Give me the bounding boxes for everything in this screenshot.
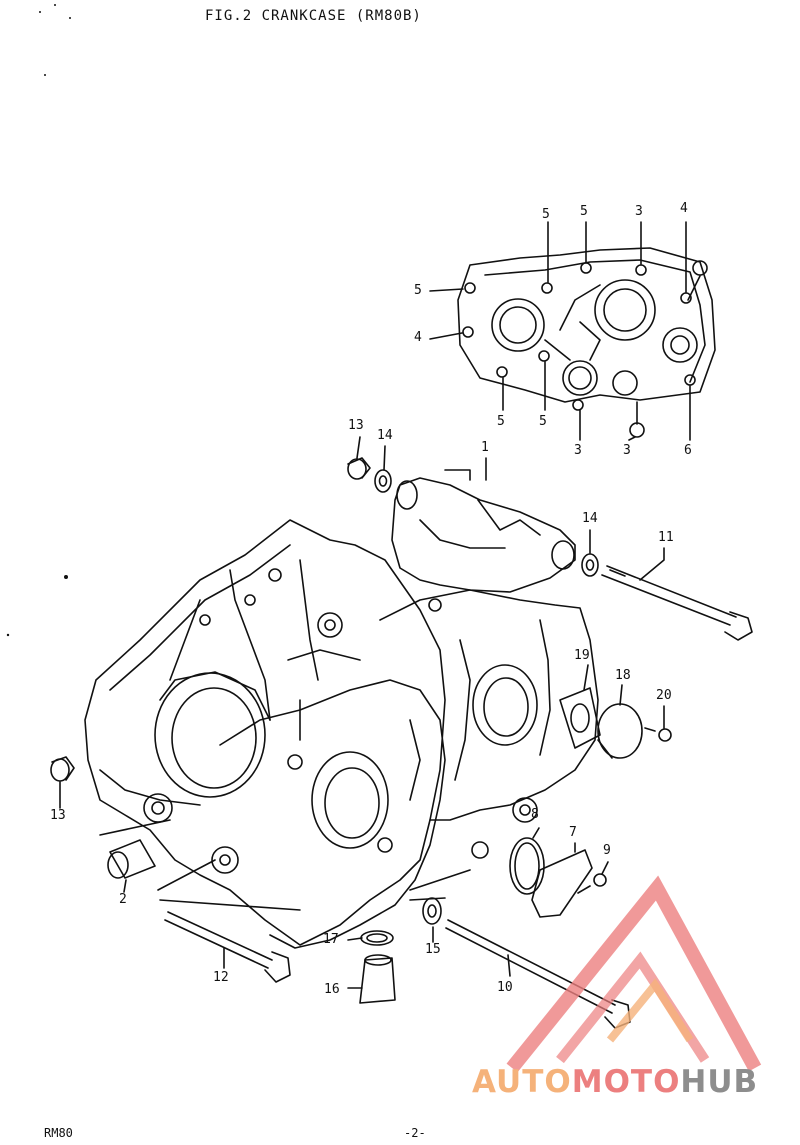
drain-plug-16 xyxy=(359,954,396,1004)
callout-3: 3 xyxy=(574,443,582,458)
watermark-part-moto: MOTO xyxy=(571,1064,681,1100)
callout-3: 3 xyxy=(635,204,643,219)
main-crankcase-assembly xyxy=(84,469,599,949)
callout-5: 5 xyxy=(497,414,505,429)
watermark-part-hub: HUB xyxy=(680,1064,759,1100)
callout-4: 4 xyxy=(680,201,688,216)
callout-1: 1 xyxy=(481,440,489,455)
watermark-logo-shape xyxy=(506,875,762,1073)
callout-14: 14 xyxy=(377,428,393,443)
callout-11: 11 xyxy=(658,530,674,545)
callout-9: 9 xyxy=(603,843,611,858)
callout-13: 13 xyxy=(348,418,364,433)
cap-18 xyxy=(597,703,643,759)
footer-model: RM80 xyxy=(44,1126,73,1140)
watermark-text: AUTOMOTOHUB xyxy=(472,1064,758,1100)
callout-5: 5 xyxy=(539,414,547,429)
callout-20: 20 xyxy=(656,688,672,703)
figure-title: FIG.2 CRANKCASE (RM80B) xyxy=(205,8,422,24)
cover-7 xyxy=(531,849,593,918)
callout-19: 19 xyxy=(574,648,590,663)
callout-6: 6 xyxy=(684,443,692,458)
o-ring-8 xyxy=(509,837,545,895)
callout-7: 7 xyxy=(569,825,577,840)
gasket-19 xyxy=(559,687,601,749)
watermark-part-auto: AUTO xyxy=(472,1064,572,1100)
callout-5: 5 xyxy=(414,283,422,298)
callout-3: 3 xyxy=(623,443,631,458)
washer-14-right xyxy=(581,553,599,577)
callout-13: 13 xyxy=(50,808,66,823)
screw-9 xyxy=(577,873,607,894)
callout-10: 10 xyxy=(497,980,513,995)
callout-17: 17 xyxy=(323,932,339,947)
bolt-12 xyxy=(164,911,291,983)
callout-8: 8 xyxy=(531,807,539,822)
callout-14: 14 xyxy=(582,511,598,526)
gasket-17 xyxy=(360,930,394,946)
callout-12: 12 xyxy=(213,970,229,985)
footer-page-number: -2- xyxy=(404,1126,426,1140)
callout-2: 2 xyxy=(119,892,127,907)
bolt-11 xyxy=(601,565,753,641)
callout-4: 4 xyxy=(414,330,422,345)
callout-18: 18 xyxy=(615,668,631,683)
callout-5: 5 xyxy=(580,204,588,219)
callout-5: 5 xyxy=(542,207,550,222)
inset-crankcase-view xyxy=(429,221,716,441)
bolt-10 xyxy=(445,919,631,1029)
callout-16: 16 xyxy=(324,982,340,997)
callout-15: 15 xyxy=(425,942,441,957)
washer-15 xyxy=(422,897,442,925)
dowel-pin-13-top xyxy=(347,457,371,480)
washer-14-top xyxy=(374,469,392,493)
bushing-2 xyxy=(107,839,156,879)
screw-20 xyxy=(644,727,672,742)
dowel-pin-13-left xyxy=(50,756,75,782)
